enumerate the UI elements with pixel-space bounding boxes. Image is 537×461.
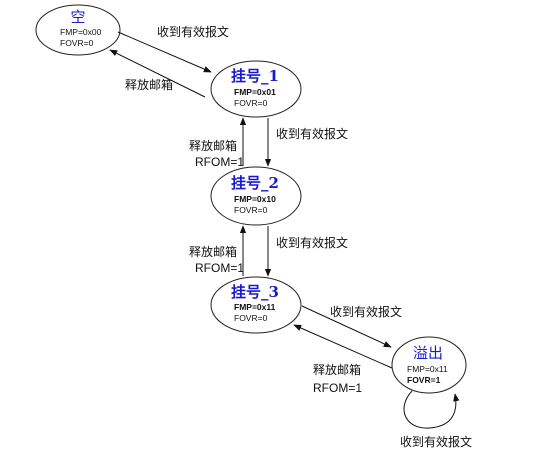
state-pending1-shape [210,60,302,118]
arrow-pending3-to-overflow [301,305,392,348]
state-overflow-fmp: FMP=0x11 [407,364,448,374]
label-pending2-to-pending3: 收到有效报文 [276,235,348,250]
label-overflow-to-pending3-release: 释放邮箱 [313,362,361,377]
state-pending1-fmp: FMP=0x01 [234,87,276,97]
state-pending3-title: 挂号_3 [231,283,279,301]
state-empty-fovr: FOVR=0 [60,38,94,48]
state-pending3: 挂号_3 FMP=0x11 FOVR=0 [210,276,302,334]
arrow-overflow-to-pending3 [293,324,393,369]
state-empty-shape [35,4,121,56]
state-pending2-title: 挂号_2 [231,174,279,192]
label-pending3-to-pending2-release: 释放邮箱 [189,244,237,259]
label-pending2-to-pending1-release: 释放邮箱 [189,138,237,153]
label-pending2-to-pending1-rfom: RFOM=1 [195,155,244,169]
state-empty-title: 空 [70,8,85,26]
state-pending1-fovr: FOVR=0 [234,98,268,108]
state-pending2-fovr: FOVR=0 [234,205,268,215]
arrow-empty-to-pending1 [117,31,212,73]
state-empty: 空 FMP=0x00 FOVR=0 [35,4,121,56]
label-overflow-self-loop: 收到有效报文 [400,434,472,449]
label-empty-to-pending1: 收到有效报文 [157,24,229,39]
state-pending3-fmp: FMP=0x11 [234,302,276,312]
state-overflow-shape [391,336,467,394]
label-overflow-to-pending3-rfom: RFOM=1 [313,381,362,395]
state-pending2-fmp: FMP=0x10 [234,194,276,204]
state-pending3-shape [210,276,302,334]
state-empty-fmp: FMP=0x00 [60,27,102,37]
state-pending1: 挂号_1 FMP=0x01 FOVR=0 [210,60,302,118]
arrow-overflow-self-loop [403,390,460,429]
arrow-pending1-to-empty [109,49,206,98]
label-pending3-to-pending2-rfom: RFOM=1 [195,261,244,275]
label-pending3-to-overflow: 收到有效报文 [330,304,402,319]
label-pending1-to-pending2: 收到有效报文 [276,126,348,141]
label-pending1-to-empty: 释放邮箱 [125,77,173,92]
state-pending2-shape [210,166,302,226]
state-overflow-title: 溢出 [413,344,443,362]
state-pending2: 挂号_2 FMP=0x10 FOVR=0 [210,166,302,226]
state-pending3-fovr: FOVR=0 [234,313,268,323]
state-overflow-fovr: FOVR=1 [407,375,441,385]
state-overflow: 溢出 FMP=0x11 FOVR=1 [391,336,467,394]
state-pending1-title: 挂号_1 [231,67,279,85]
